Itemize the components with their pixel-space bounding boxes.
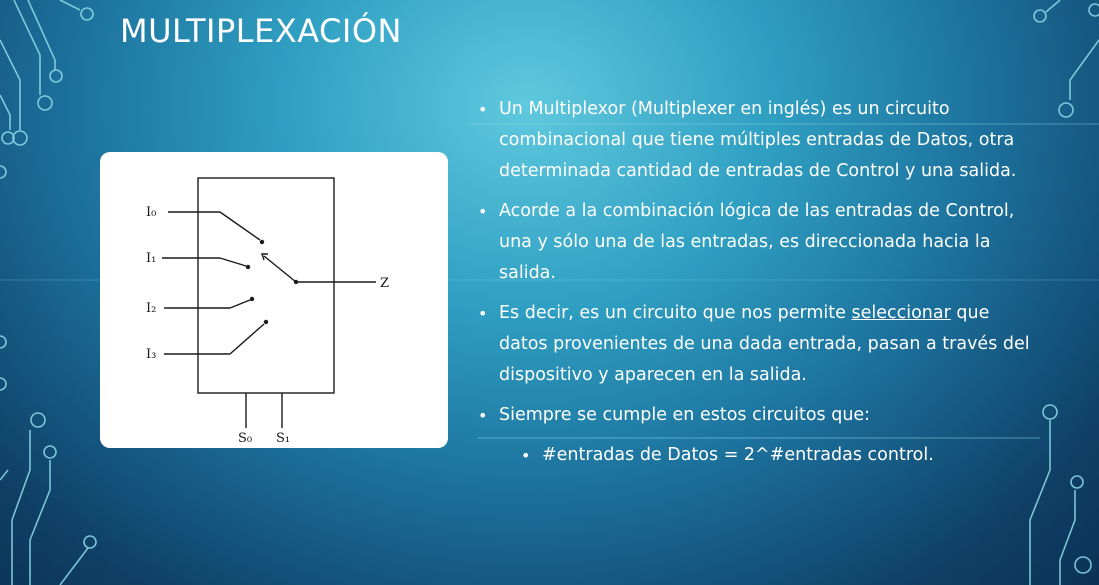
bullet-item: • Un Multiplexor (Multiplexer en inglés)… — [478, 94, 1038, 187]
select-label-s1: S₁ — [276, 431, 290, 446]
input-label-i0: I₀ — [146, 205, 156, 220]
output-label-z: Z — [380, 276, 389, 291]
multiplexer-diagram: I₀ I₁ I₂ I₃ Z S₀ S₁ — [100, 152, 448, 448]
slide-title: MULTIPLEXACIÓN — [120, 12, 402, 50]
bullet-text: Siempre se cumple en estos circuitos que… — [499, 405, 871, 425]
bullet-item: • Es decir, es un circuito que nos permi… — [478, 298, 1038, 391]
bullet-dot-icon: • — [478, 100, 488, 119]
bullet-text-after: que datos provenientes de una dada entra… — [499, 303, 1030, 385]
sub-bullet-text: #entradas de Datos = 2^#entradas control… — [542, 445, 934, 465]
bullet-dot-icon: • — [521, 446, 531, 465]
bullet-text: Un Multiplexor (Multiplexer en inglés) e… — [499, 99, 1017, 181]
bullet-text: Acorde a la combinación lógica de las en… — [499, 201, 1015, 283]
underlined-word: seleccionar — [851, 303, 951, 323]
sub-bullet-item: • #entradas de Datos = 2^#entradas contr… — [478, 440, 1038, 471]
bullet-dot-icon: • — [478, 406, 488, 425]
bullet-text-before: Es decir, es un circuito que nos permite — [499, 303, 852, 323]
bullet-dot-icon: • — [478, 202, 488, 221]
input-label-i1: I₁ — [146, 251, 156, 266]
bullet-list: • Un Multiplexor (Multiplexer en inglés)… — [478, 94, 1038, 480]
input-label-i3: I₃ — [146, 347, 156, 362]
bullet-item: • Acorde a la combinación lógica de las … — [478, 196, 1038, 289]
bullet-dot-icon: • — [478, 304, 488, 323]
bullet-item: • Siempre se cumple en estos circuitos q… — [478, 400, 1038, 431]
input-label-i2: I₂ — [146, 301, 156, 316]
select-label-s0: S₀ — [238, 431, 252, 446]
multiplexer-schematic: I₀ I₁ I₂ I₃ Z S₀ S₁ — [146, 177, 389, 446]
